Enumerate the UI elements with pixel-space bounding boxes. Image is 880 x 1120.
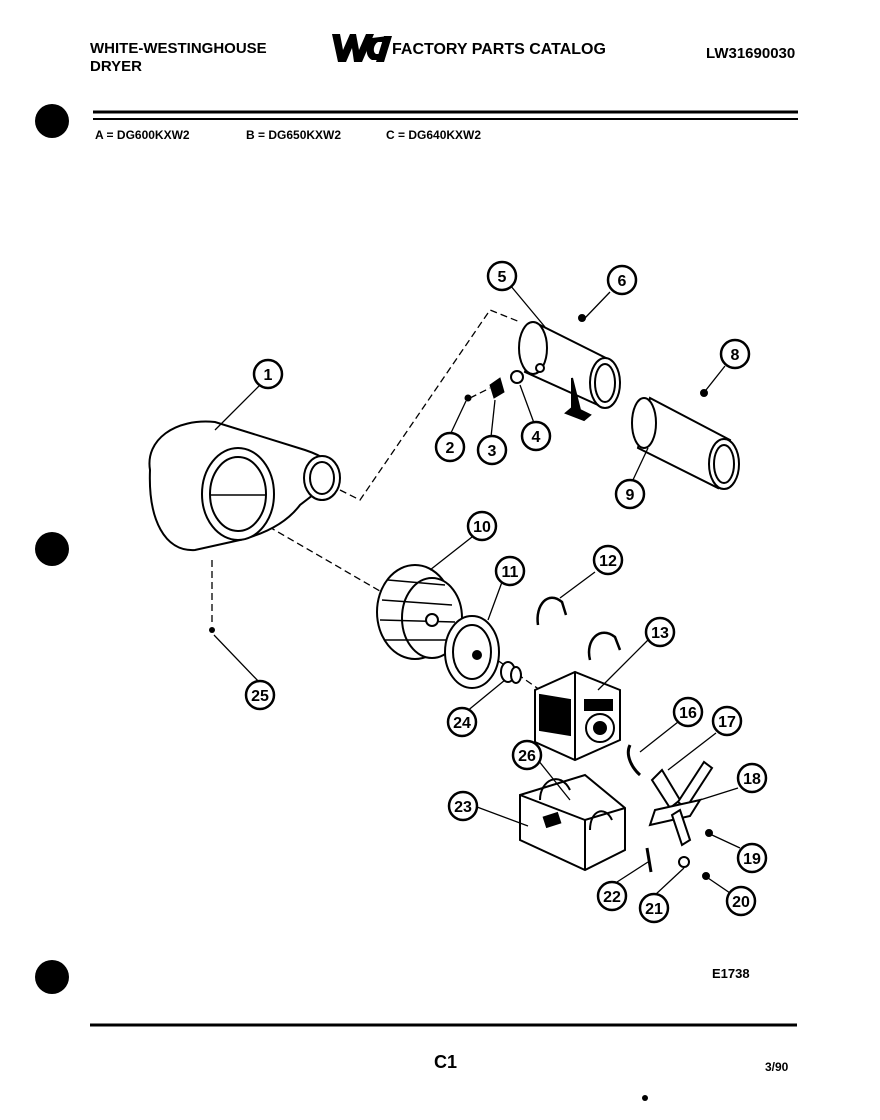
callout-circle xyxy=(614,478,646,510)
callout-circle xyxy=(596,880,628,912)
callout-13: 13 xyxy=(644,616,676,648)
model-b: B = DG650KXW2 xyxy=(246,128,342,142)
drive-motor xyxy=(534,670,621,762)
callout-1: 1 xyxy=(252,358,284,390)
callout-number: 1 xyxy=(264,367,273,384)
callout-circle xyxy=(711,705,743,737)
callout-leaders xyxy=(213,284,741,896)
callout-9: 9 xyxy=(614,478,646,510)
callout-16: 16 xyxy=(672,696,704,728)
callout-circle xyxy=(446,706,478,738)
callout-17: 17 xyxy=(711,705,743,737)
wci-logo xyxy=(332,34,392,62)
callout-circle xyxy=(606,264,638,296)
callout-circle xyxy=(494,555,526,587)
model-c: C = DG640KXW2 xyxy=(386,128,482,142)
callout-number: 16 xyxy=(679,705,697,722)
callout-number: 18 xyxy=(743,771,761,788)
callout-number: 13 xyxy=(651,625,669,642)
callout-circle xyxy=(447,790,479,822)
callout-circle xyxy=(736,762,768,794)
duct-part-5 xyxy=(518,314,621,422)
callout-circle xyxy=(434,431,466,463)
page-number: C1 xyxy=(434,1052,458,1072)
callout-number: 17 xyxy=(718,714,736,731)
callout-number: 25 xyxy=(251,688,269,705)
clamps-12-13 xyxy=(536,596,622,661)
callout-circle xyxy=(644,616,676,648)
callout-number: 20 xyxy=(732,894,750,911)
seal-plate xyxy=(444,615,500,689)
callout-circle xyxy=(725,885,757,917)
callout-22: 22 xyxy=(596,880,628,912)
callout-circle xyxy=(466,510,498,542)
callout-number: 9 xyxy=(626,487,635,504)
callout-24: 24 xyxy=(446,706,478,738)
callout-number: 5 xyxy=(498,269,507,286)
callout-circle xyxy=(476,434,508,466)
callout-number: 10 xyxy=(473,519,491,536)
callout-number: 8 xyxy=(731,347,740,364)
callout-circle xyxy=(592,544,624,576)
callout-number: 23 xyxy=(454,799,472,816)
callout-number: 22 xyxy=(603,889,621,906)
model-a: A = DG600KXW2 xyxy=(95,128,190,142)
screw-part-25 xyxy=(209,627,215,633)
callout-11: 11 xyxy=(494,555,526,587)
catalog-title: FACTORY PARTS CATALOG xyxy=(392,41,606,58)
binder-hole-top xyxy=(35,104,69,138)
binder-hole-bottom xyxy=(35,960,69,994)
callout-number: 19 xyxy=(743,851,761,868)
callout-circle xyxy=(486,260,518,292)
callout-circle xyxy=(736,842,768,874)
callout-circle xyxy=(672,696,704,728)
callout-12: 12 xyxy=(592,544,624,576)
callout-20: 20 xyxy=(725,885,757,917)
callout-number: 26 xyxy=(518,748,536,765)
callout-5: 5 xyxy=(486,260,518,292)
callout-circle xyxy=(244,679,276,711)
brand-name: WHITE-WESTINGHOUSE xyxy=(90,40,267,57)
callout-number: 11 xyxy=(502,564,519,581)
callout-10: 10 xyxy=(466,510,498,542)
figure-code: E1738 xyxy=(712,966,750,981)
callout-circle xyxy=(511,739,543,771)
product-type: DRYER xyxy=(90,58,142,75)
blower-housing xyxy=(148,420,341,552)
bearing-part-24 xyxy=(500,661,522,684)
callout-4: 4 xyxy=(520,420,552,452)
small-hardware-2-3-4 xyxy=(464,363,545,402)
callout-number: 4 xyxy=(532,429,541,446)
callout-2: 2 xyxy=(434,431,466,463)
callout-number: 12 xyxy=(599,553,617,570)
revision-date: 3/90 xyxy=(765,1060,789,1074)
callout-circle xyxy=(638,892,670,924)
duct-part-9 xyxy=(631,389,740,490)
callout-number: 21 xyxy=(645,901,663,918)
callout-circle xyxy=(520,420,552,452)
catalog-number: LW31690030 xyxy=(706,45,796,62)
idler-assembly xyxy=(626,744,714,880)
callout-26: 26 xyxy=(511,739,543,771)
binder-hole-middle xyxy=(35,532,69,566)
callout-circle xyxy=(719,338,751,370)
callout-25: 25 xyxy=(244,679,276,711)
callout-3: 3 xyxy=(476,434,508,466)
callout-number: 24 xyxy=(453,715,471,732)
callout-21: 21 xyxy=(638,892,670,924)
callout-number: 6 xyxy=(618,273,627,290)
scan-speck xyxy=(642,1095,648,1101)
callout-18: 18 xyxy=(736,762,768,794)
motor-mount xyxy=(519,773,626,872)
callout-6: 6 xyxy=(606,264,638,296)
callout-circle xyxy=(252,358,284,390)
callout-number: 2 xyxy=(446,440,455,457)
callout-19: 19 xyxy=(736,842,768,874)
callout-8: 8 xyxy=(719,338,751,370)
callout-23: 23 xyxy=(447,790,479,822)
callout-number: 3 xyxy=(488,443,497,460)
